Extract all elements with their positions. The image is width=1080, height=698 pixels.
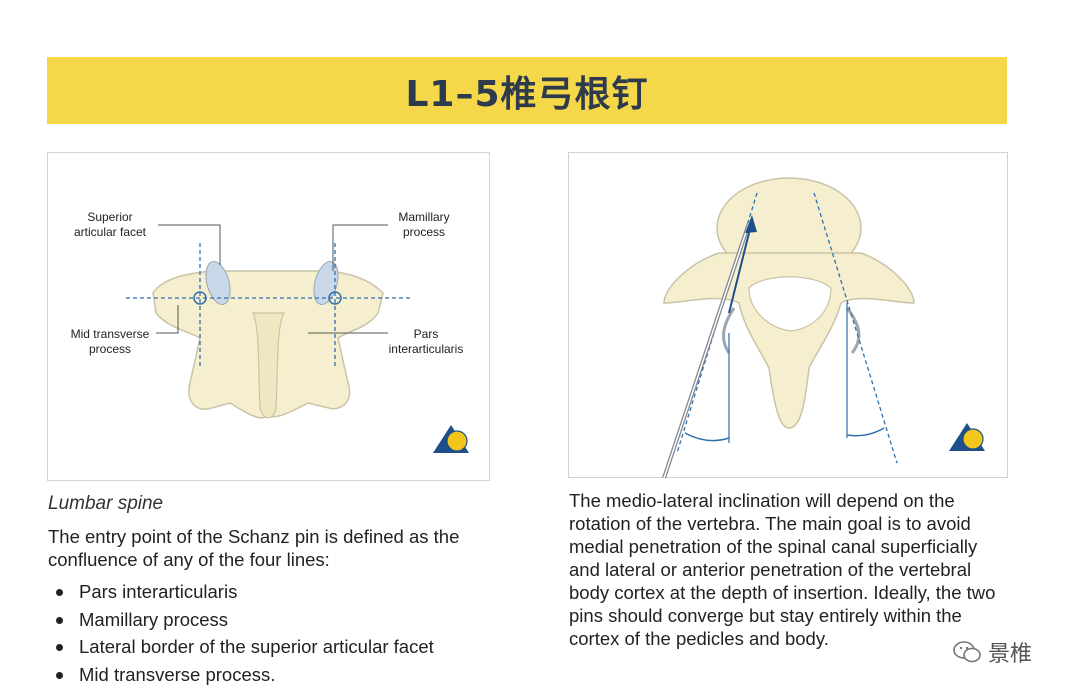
bullet-icon	[56, 644, 63, 651]
spinal-canal	[748, 276, 832, 332]
label-midtrans-2: process	[89, 342, 131, 356]
angle-arc-left	[684, 432, 730, 442]
entry-point-description: The entry point of the Schanz pin is def…	[48, 526, 460, 570]
label-pars-1: Pars	[414, 327, 439, 341]
entry-lines-list: Pars interarticularis Mamillary process …	[48, 578, 434, 688]
list-item: Mamillary process	[48, 606, 434, 634]
spinous-process	[252, 312, 285, 419]
ao-logo-icon	[949, 423, 985, 451]
title-banner: L1–5椎弓根钉	[47, 57, 1007, 124]
leader-midtrans	[156, 305, 179, 334]
label-superior-2: articular facet	[74, 225, 147, 239]
page-title: L1–5椎弓根钉	[405, 73, 649, 115]
label-pars-2: interarticularis	[389, 342, 464, 356]
angle-arc-right	[846, 427, 885, 437]
inclination-description: The medio-lateral inclination will depen…	[569, 490, 996, 649]
schanz-pin-core	[663, 222, 750, 479]
right-facet	[313, 261, 339, 305]
bullet-icon	[56, 671, 63, 679]
label-mamillary-2: process	[403, 225, 445, 239]
insertion-arrow-shaft	[728, 224, 752, 314]
insertion-arrow-head	[745, 215, 757, 233]
list-item: Lateral border of the superior articular…	[48, 633, 434, 661]
left-facet	[205, 261, 231, 305]
watermark: 景椎	[952, 636, 1032, 668]
axial-vertebra-illustration	[662, 177, 985, 479]
vertebra-posterior-illustration: Superior articular facet Mamillary proce…	[71, 210, 469, 453]
label-superior-1: Superior	[87, 210, 132, 224]
bullet-icon	[56, 589, 63, 596]
bullet-icon	[56, 616, 63, 624]
figure-caption: Lumbar spine	[48, 493, 164, 514]
left-facet-axial	[722, 307, 736, 354]
figure-lumbar-posterior-view: Superior articular facet Mamillary proce…	[47, 152, 490, 481]
watermark-text: 景椎	[988, 642, 1033, 667]
right-facet-axial	[845, 307, 861, 354]
label-mamillary-1: Mamillary	[398, 210, 449, 224]
label-midtrans-1: Mid transverse	[71, 327, 150, 341]
leader-superior	[158, 224, 221, 265]
trajectory-guide-right	[813, 192, 898, 464]
list-item: Mid transverse process.	[48, 661, 434, 689]
figure-axial-pin-trajectory	[568, 152, 1008, 479]
leader-mamillary	[332, 224, 388, 271]
wechat-icon	[953, 641, 981, 663]
ao-logo-icon	[433, 425, 469, 453]
list-item: Pars interarticularis	[48, 578, 434, 606]
